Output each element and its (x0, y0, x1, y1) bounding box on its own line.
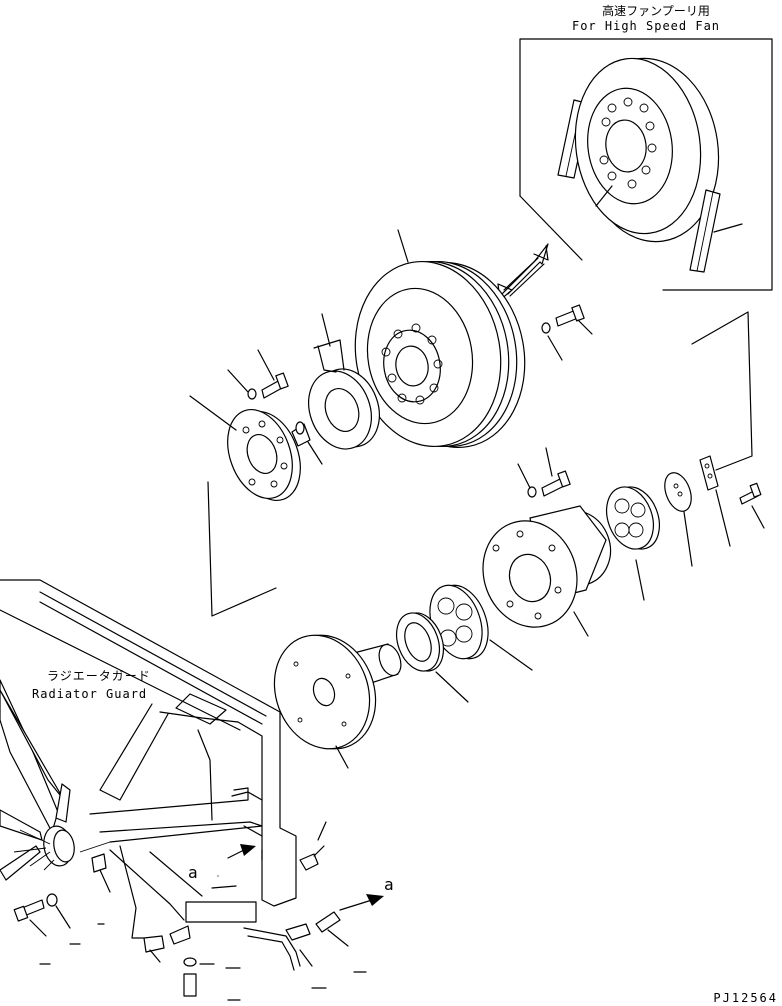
guide-line-left (207, 481, 277, 617)
grease-elbow-top (299, 853, 319, 871)
view-mark-left-label: a (188, 863, 198, 882)
grease-elbow-left (169, 925, 191, 945)
radiator-guard-label-en: Radiator Guard (32, 687, 147, 701)
interchange-arrow (497, 243, 549, 301)
guide-line-right (691, 311, 753, 471)
bolt-upper-left (227, 349, 289, 400)
bolt-bottom (183, 973, 197, 997)
fan-hub-shaft (273, 634, 402, 769)
pulley-bolt-holes (381, 323, 443, 405)
pulley-bore (395, 345, 429, 387)
drawing-number: PJ12564 (713, 991, 778, 1005)
split-collar (308, 313, 380, 450)
inset-high-speed-fan: 高速ファンプーリ用 For High Speed Fan (519, 3, 773, 291)
end-cap (664, 472, 693, 567)
inset-title-jp: 高速ファンプーリ用 (602, 3, 710, 18)
view-mark-left: a (188, 844, 256, 882)
inset-pulley-hub (605, 119, 647, 173)
stay-bracket (699, 455, 731, 547)
inset-frame (519, 38, 773, 291)
bolt-upper-right (541, 304, 593, 361)
radiator-guard: ラジエータガード Radiator Guard (0, 579, 297, 939)
clamp-plate (185, 901, 257, 923)
bolt-bottom-left (13, 853, 111, 929)
view-mark-right: a (339, 875, 394, 911)
bearing-housing (482, 505, 612, 637)
grease-fitting (291, 421, 323, 465)
oil-seal (395, 612, 469, 703)
bearing-center (429, 584, 533, 671)
bolt-middle (517, 447, 571, 498)
view-mark-right-label: a (384, 875, 394, 894)
bolt-right (739, 482, 765, 529)
bearing-flange (189, 395, 301, 502)
grease-nipple-bottom (315, 911, 341, 933)
inset-title-en: For High Speed Fan (572, 19, 720, 33)
fan-blades (0, 679, 111, 881)
inset-bolt-holes (599, 97, 657, 189)
grease-line (29, 821, 367, 1001)
bearing-right (606, 486, 660, 601)
radiator-guard-label-jp: ラジエータガード (47, 669, 151, 683)
fan-pulley (354, 229, 526, 449)
